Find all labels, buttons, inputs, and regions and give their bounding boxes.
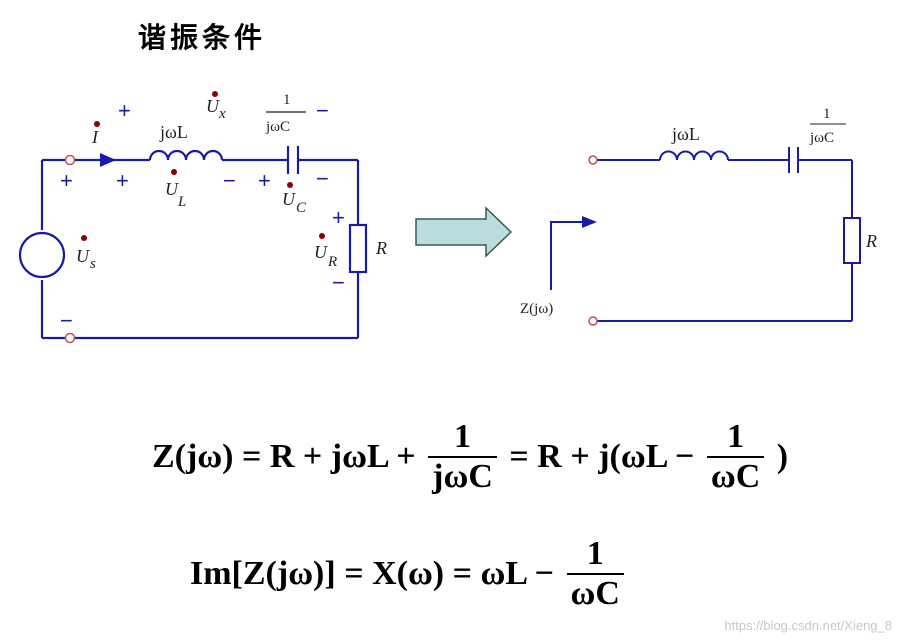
right-terminal-top (588, 155, 598, 165)
ur-sub: R (327, 254, 337, 270)
equation-reactance: Im[Z(jω)] = X(ω) = ωL − 1 ωC (0, 535, 900, 615)
ux-sub: x (218, 106, 226, 122)
current-label: I (91, 127, 99, 147)
uc-minus: − (316, 166, 329, 191)
right-circuit (550, 147, 861, 322)
uc-sub: C (296, 200, 307, 216)
ul-plus: + (116, 168, 129, 193)
inductor-label: jωL (159, 122, 188, 142)
terminal-bottom (64, 332, 76, 344)
ul-label: U (165, 179, 179, 199)
eq1-frac1: 1 jωC (428, 418, 497, 496)
eq1-mid: = R + j(ωL − (509, 438, 695, 475)
uc-plus: + (258, 168, 271, 193)
resistor-label: R (375, 238, 387, 258)
source-plus: + (60, 168, 73, 193)
right-terminal-bottom (588, 316, 598, 326)
impedance-label: Z(jω) (520, 301, 553, 317)
right-inductor-label: jωL (671, 124, 700, 144)
left-circuit (18, 146, 368, 340)
cap-num: 1 (283, 92, 291, 108)
source-label: U (76, 246, 90, 266)
ul-minus: − (223, 168, 236, 193)
phasor-dots (81, 91, 325, 241)
watermark: https://blog.csdn.net/Xieng_8 (724, 618, 892, 633)
ur-label: U (314, 242, 328, 262)
right-cap-num: 1 (823, 106, 831, 122)
transform-arrow-icon (415, 206, 513, 258)
current-arrow-icon (100, 153, 116, 167)
terminal-top (64, 154, 76, 166)
page-title: 谐振条件 (138, 21, 267, 54)
source-minus: − (60, 308, 73, 333)
source-sub: s (90, 256, 96, 272)
right-resistor-label: R (865, 231, 877, 251)
eq2-lhs: Im[Z(jω)] = X(ω) = ωL − (190, 555, 555, 592)
ux-label: U (206, 96, 220, 116)
circuit-diagram: I + U x − jωL 1 jωC + + U L − + − U C U … (18, 91, 877, 344)
ux-minus: − (316, 98, 329, 123)
ur-minus: − (332, 270, 345, 295)
impedance-arrow-icon (582, 216, 597, 228)
uc-label: U (282, 189, 296, 209)
eq2-frac: 1 ωC (566, 535, 624, 613)
eq1-lhs: Z(jω) = R + jωL + (152, 438, 416, 475)
right-cap-den: jωC (809, 130, 834, 146)
ux-plus: + (118, 98, 131, 123)
cap-den: jωC (265, 119, 290, 135)
ur-plus: + (332, 205, 345, 230)
eq1-end: ) (776, 438, 789, 475)
ul-sub: L (177, 194, 186, 210)
eq1-frac2: 1 ωC (706, 418, 765, 496)
equation-impedance: Z(jω) = R + jωL + 1 jωC = R + j(ωL − 1 ω… (0, 418, 900, 498)
